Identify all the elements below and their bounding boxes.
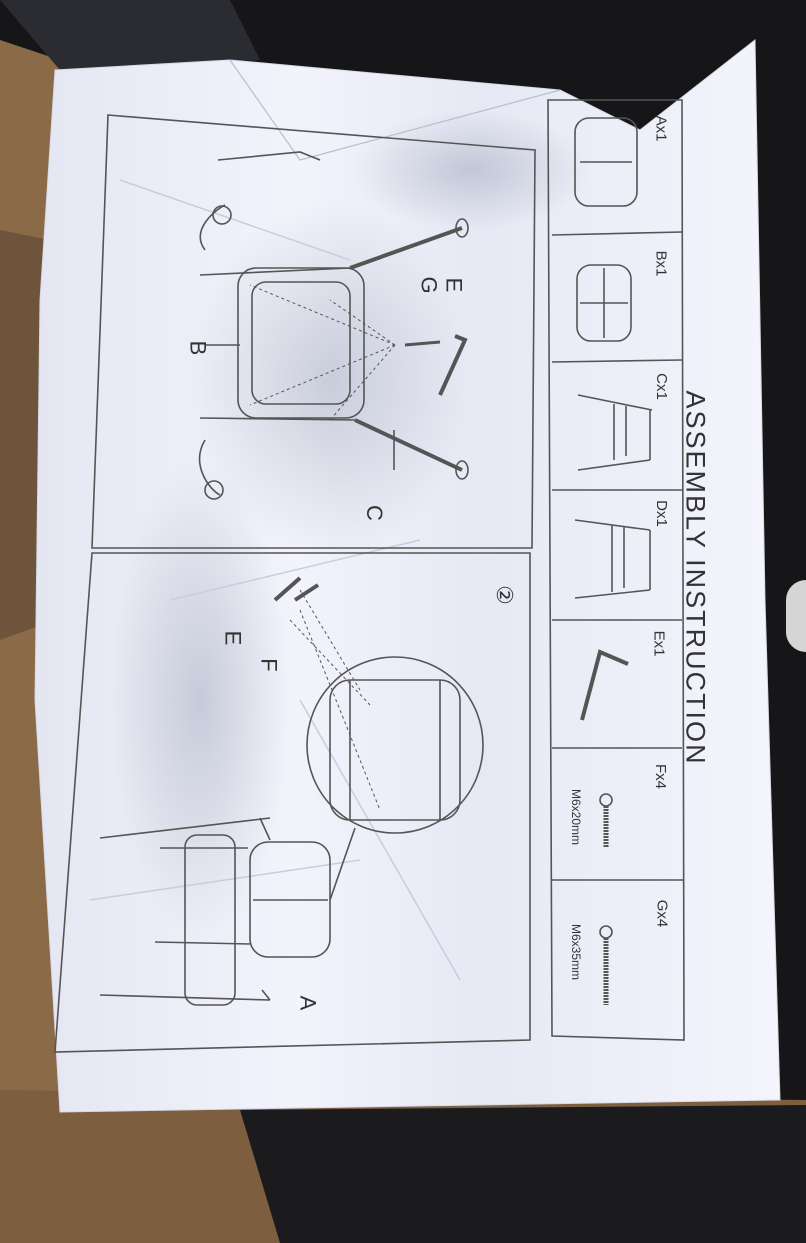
edge-scroll-handle[interactable] [786, 580, 806, 652]
part-code-f: Fx4 [652, 763, 670, 790]
step2-drawing [99, 576, 484, 1006]
parts-table [547, 99, 685, 1041]
left-leg-frame-icon [577, 394, 653, 471]
step2-panel [54, 552, 531, 1053]
short-bolt-icon [599, 793, 613, 848]
callout-e: E [441, 277, 467, 293]
callout-b: B [185, 340, 211, 356]
step1-drawing [198, 151, 469, 500]
seat-cushion-icon [574, 117, 638, 207]
allen-key-drawing [438, 334, 468, 396]
backrest-icon [576, 264, 632, 342]
backrest-frame [237, 267, 365, 419]
long-bolt-icon [599, 925, 613, 1005]
step1-panel [91, 114, 536, 549]
part-size-g: M6x35mm [569, 923, 584, 981]
part-code-d: Dx1 [652, 500, 670, 527]
allen-key-icon [580, 649, 629, 721]
callout-g: G [416, 276, 442, 294]
callout-a: A [295, 995, 321, 1011]
part-code-b: Bx1 [652, 250, 670, 277]
instruction-sheet [34, 38, 781, 1113]
step2-number: ② [491, 585, 517, 605]
part-size-f: M6x20mm [569, 788, 584, 846]
callout-e2: E [220, 630, 246, 646]
part-code-e: Ex1 [650, 630, 668, 657]
callout-c: C [361, 505, 387, 521]
part-code-g: Gx4 [653, 899, 671, 928]
assembled-seat [184, 834, 236, 1006]
part-code-a: Ax1 [652, 115, 670, 142]
detail-zoom-circle [306, 656, 484, 834]
callout-f: F [256, 658, 282, 672]
sheet-title: ASSEMBLY INSTRUCTION [680, 390, 711, 766]
part-code-c: Cx1 [652, 373, 670, 400]
parts-icons [574, 117, 653, 1005]
right-leg-frame-icon [574, 519, 651, 599]
